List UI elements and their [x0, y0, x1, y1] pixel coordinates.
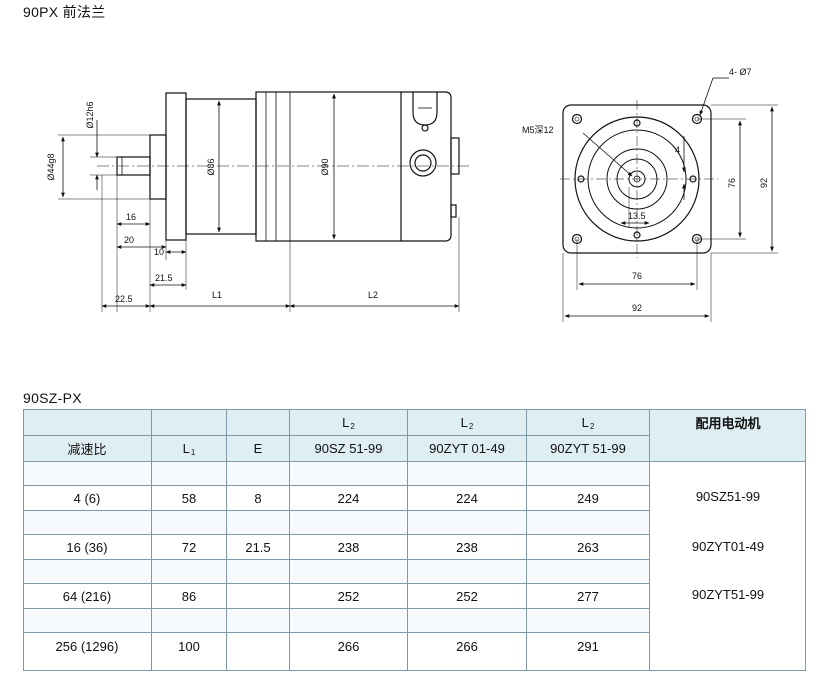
front-view-dimension-text: 4- Ø7 M5深12 4 13.5 76 92 76 92	[522, 67, 769, 313]
dim-16-label: 16	[126, 212, 136, 222]
flange-size-horizontal-label: 92	[632, 303, 642, 313]
dim-l2-label: L2	[368, 290, 378, 300]
row-4-l2a: 266	[337, 639, 360, 654]
motor-2: 90ZYT01-49	[691, 538, 765, 554]
header-model-3: 90ZYT 51-99	[550, 441, 626, 456]
row-4-e	[227, 633, 289, 660]
row-2-l2c: 263	[577, 539, 599, 555]
row-2-l2a: 238	[337, 539, 360, 555]
side-view-dimension-text: Ø12h6 Ø44g8 Ø86 Ø90 16 20 10 21.5 22.5 L…	[46, 101, 378, 304]
pilot-diameter-label: Ø44g8	[46, 153, 56, 180]
row-4-l1: 100	[178, 639, 200, 654]
header-e: E	[253, 441, 263, 456]
row-1-l2c: 249	[577, 490, 599, 506]
flange-diameter-label: Ø86	[206, 158, 216, 175]
cable-gland	[409, 149, 437, 177]
row-2-l2b: 238	[456, 539, 478, 555]
dim-10-label: 10	[154, 247, 164, 257]
row-3-e	[227, 584, 289, 608]
bolt-pitch-horizontal-label: 76	[632, 271, 642, 281]
dim-l1-label: L1	[212, 290, 222, 300]
row-3-l2c: 277	[577, 588, 599, 604]
key-height-label: 13.5	[628, 211, 646, 221]
row-1-e: 8	[254, 490, 262, 506]
terminal-box	[450, 137, 460, 175]
front-view	[560, 100, 718, 258]
tapped-hole-label: M5深12	[522, 125, 554, 135]
flange-size-vertical-label: 92	[759, 178, 769, 188]
row-4-l2b: 266	[456, 639, 478, 654]
shaft-diameter-label: Ø12h6	[85, 101, 95, 128]
motor-body	[255, 91, 402, 242]
motor-1: 90SZ51-99	[695, 488, 761, 504]
row-3-l2a: 252	[337, 588, 360, 604]
dim-22-5-label: 22.5	[115, 294, 133, 304]
row-4-ratio: 256 (1296)	[55, 639, 119, 654]
row-3-l1: 86	[181, 588, 197, 604]
row-2-l1: 72	[181, 539, 197, 555]
front-view-dimensions	[562, 77, 778, 322]
row-3-ratio: 64 (216)	[62, 588, 112, 604]
row-2-e: 21.5	[245, 539, 271, 555]
bolt-pitch-vertical-label: 76	[727, 178, 737, 188]
dim-21-5-label: 21.5	[155, 273, 173, 283]
row-1-l2b: 224	[456, 490, 478, 506]
row-1-l1: 58	[181, 490, 197, 506]
header-model-2: 90ZYT 01-49	[429, 441, 505, 456]
holes-label: 4- Ø7	[729, 67, 752, 77]
side-view	[97, 91, 470, 242]
header-model-1: 90SZ 51-99	[314, 441, 383, 456]
row-1-ratio: 4 (6)	[73, 490, 101, 506]
header-ratio: 减速比	[67, 442, 107, 457]
drawing-title: 90PX 前法兰	[23, 4, 106, 20]
row-1-l2a: 224	[337, 490, 360, 506]
header-motor: 配用电动机	[695, 415, 761, 431]
body-diameter-label: Ø90	[320, 158, 330, 175]
row-2-ratio: 16 (36)	[66, 539, 108, 555]
dim-20-label: 20	[124, 235, 134, 245]
technical-drawing: Ø12h6 Ø44g8 Ø86 Ø90 16 20 10 21.5 22.5 L…	[46, 67, 778, 322]
keyway-label: 4	[675, 145, 680, 155]
table-title: 90SZ-PX	[23, 390, 82, 406]
row-4-l2c: 291	[577, 639, 599, 654]
motor-3: 90ZYT51-99	[691, 586, 765, 602]
row-3-l2b: 252	[456, 588, 478, 604]
side-view-dimensions	[58, 93, 460, 312]
